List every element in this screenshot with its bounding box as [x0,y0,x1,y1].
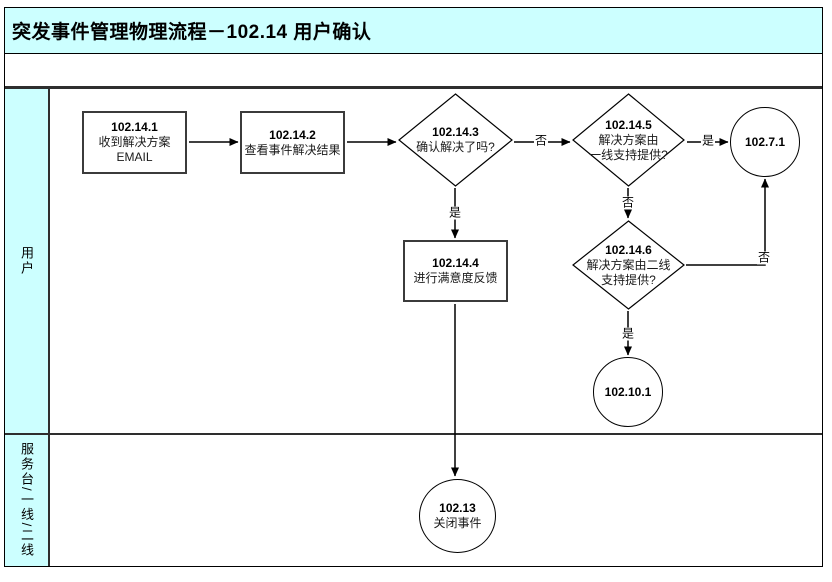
edge-label-yes: 是 [700,133,716,148]
node-label: 确认解决了吗? [416,140,495,154]
offpage-ref-102-10-1[interactable]: 102.10.1 [593,357,663,427]
decision-confirm-resolved[interactable]: 102.14.3 确认解决了吗? [398,93,513,187]
node-id: 102.14.3 [432,125,479,139]
node-id: 102.14.4 [432,256,479,270]
lane-label-servicedesk: 服务台/一线/二线 [5,435,50,566]
header-spacer-row [5,54,822,89]
task-view-resolution-result[interactable]: 102.14.2 查看事件解决结果 [240,111,345,174]
diamond-shape [572,220,685,310]
node-label: 解决方案由 [598,132,659,147]
diagram-title-bar: 突发事件管理物理流程－102.14 用户确认 [5,8,822,54]
decision-secondline-provided[interactable]: 102.14.6 解决方案由二线 支持提供? [572,220,685,310]
lane-label-user-text: 用户 [19,246,34,276]
task-receive-solution-email[interactable]: 102.14.1 收到解决方案 EMAIL [82,111,187,174]
lane-label-user: 用户 [5,89,50,433]
swimlane-servicedesk: 服务台/一线/二线 [5,435,822,566]
node-label: 解决方案由二线 [586,257,671,272]
node-label: 进行满意度反馈 [413,271,498,285]
offpage-ref-102-7-1[interactable]: 102.7.1 [730,107,800,177]
node-id: 102.13 [439,501,476,515]
node-id: 102.14.5 [605,117,652,132]
edge-label-no: 否 [756,250,772,265]
node-label: 查看事件解决结果 [244,142,341,157]
edge-label-no: 否 [620,195,636,210]
edge-label-no: 否 [533,133,549,148]
node-id: 102.14.1 [111,120,158,134]
offpage-ref-close-incident[interactable]: 102.13 关闭事件 [419,479,496,553]
node-label: 支持提供? [601,272,656,287]
node-id: 102.7.1 [744,134,786,149]
diamond-shape [572,93,685,187]
node-label: 一线支持提供? [589,147,668,162]
node-label: 关闭事件 [433,516,482,530]
node-id: 102.14.6 [605,242,652,257]
task-satisfaction-feedback[interactable]: 102.14.4 进行满意度反馈 [403,240,508,302]
node-label: EMAIL [116,150,153,164]
edge-label-yes: 是 [447,205,463,220]
node-label: 收到解决方案 [98,135,171,149]
node-id: 102.10.1 [604,384,652,399]
decision-firstline-provided[interactable]: 102.14.5 解决方案由 一线支持提供? [572,93,685,187]
lane-label-servicedesk-text: 服务台/一线/二线 [19,442,34,559]
diamond-shape [398,93,513,187]
page-title: 突发事件管理物理流程－102.14 用户确认 [12,22,372,43]
edge-label-yes: 是 [620,326,636,341]
node-id: 102.14.2 [269,127,316,142]
